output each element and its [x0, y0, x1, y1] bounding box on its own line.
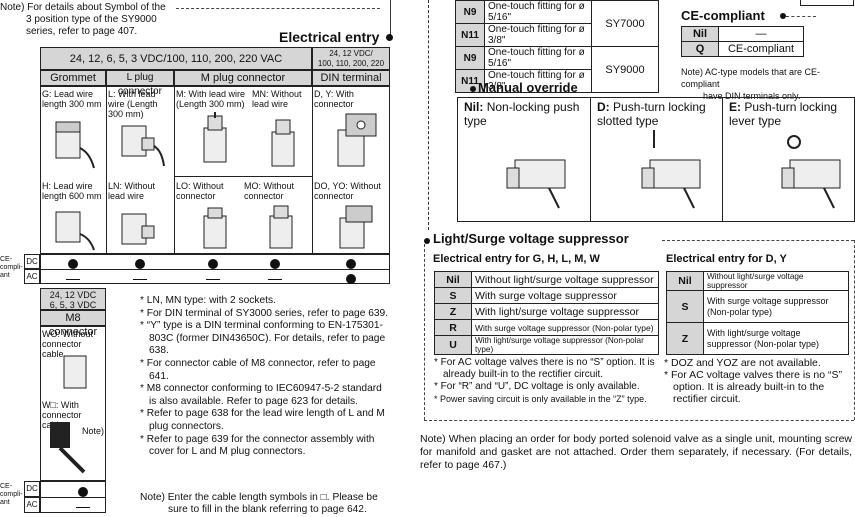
- dc-label: DC: [24, 481, 40, 497]
- manual-override-title: Manual override: [478, 80, 578, 95]
- solenoid-valve-icon: [271, 119, 295, 167]
- item-h: H: Lead wire length 600 mm: [42, 181, 102, 201]
- override-e: E: Push-turn locking lever type: [729, 100, 838, 128]
- ac-label: AC: [24, 269, 40, 284]
- ce-note: Note) AC-type models that are CE-complia…: [681, 67, 821, 101]
- header-grommet: Grommet: [40, 70, 106, 86]
- override-d: D: Push-turn locking slotted type: [597, 100, 706, 128]
- header-m-plug: M plug connector: [174, 70, 312, 86]
- suppressor-title: Light/Surge voltage suppressor: [433, 231, 629, 246]
- item-d-y: D, Y: With connector: [314, 89, 354, 109]
- override-nil: Nil: Non-locking push type: [464, 100, 580, 128]
- header-din: DIN terminal: [312, 70, 390, 86]
- ac-label: AC: [24, 497, 40, 513]
- ce-label: CE- compli- ant: [0, 256, 23, 279]
- m8-image-box: [40, 326, 106, 481]
- suppressor-left-notes: * For AC voltage valves there is no “S” …: [434, 357, 655, 404]
- dot-icon: [135, 256, 145, 274]
- dot-icon: [68, 256, 78, 274]
- m8-voltage: 24, 12 VDC 6, 5, 3 VDC: [40, 288, 106, 310]
- dash: [66, 271, 80, 289]
- item-l: L: With lead wire (Length 300 mm): [108, 89, 158, 119]
- notes-left: * LN, MN type: with 2 sockets. * For DIN…: [140, 295, 389, 458]
- item-mn: MN: Without lead wire: [252, 89, 302, 109]
- suppressor-left-title: Electrical entry for G, H, L, M, W: [433, 253, 600, 265]
- item-ln: LN: Without lead wire: [108, 181, 156, 201]
- dc-label: DC: [24, 254, 40, 269]
- ce-label: CE- compli- ant: [0, 483, 23, 506]
- solenoid-valve-icon: [63, 355, 87, 389]
- dash: [268, 271, 282, 289]
- solenoid-valve-icon: [203, 112, 227, 163]
- leader-line: [428, 0, 429, 230]
- solenoid-valve-icon: [55, 121, 95, 169]
- dash: [206, 271, 220, 289]
- solenoid-valve-icon: [269, 205, 293, 249]
- voltage-din: 24, 12 VDC/ 100, 110, 200, 220 VAC: [312, 47, 390, 78]
- dash: [76, 499, 90, 517]
- solenoid-valve-icon: [121, 213, 155, 245]
- dot-icon: [780, 13, 786, 19]
- solenoid-valve-icon: [506, 159, 566, 209]
- dot-icon: [386, 34, 393, 41]
- electrical-entry-title: Electrical entry: [279, 29, 380, 45]
- note-bottom-left: Note) Enter the cable length symbols in …: [140, 492, 378, 515]
- solenoid-valve-icon: [55, 211, 95, 251]
- solenoid-valve-icon: [121, 125, 165, 167]
- m8-note-ref: Note): [82, 426, 105, 436]
- dot-icon: [346, 271, 356, 289]
- dot-icon: [270, 256, 280, 274]
- leader-line: [176, 8, 380, 9]
- solenoid-valve-icon: [203, 207, 227, 249]
- dot-icon: [346, 256, 356, 274]
- bottom-note: Note) When placing an order for body por…: [420, 433, 852, 471]
- solenoid-valve-icon: [781, 135, 841, 209]
- solenoid-valve-icon: [641, 130, 701, 209]
- dot-icon: [78, 484, 88, 502]
- dot-icon: [470, 86, 476, 92]
- item-mo: MO: Without connector: [244, 181, 295, 201]
- suppressor-right-notes: * DOZ and YOZ are not available. * For A…: [664, 357, 843, 405]
- m8-wo: WO: Without connector cable: [42, 329, 94, 359]
- item-do-yo: DO, YO: Without connector: [314, 181, 381, 201]
- leader-line: [390, 0, 391, 38]
- entry-image-grid: [40, 86, 390, 254]
- dash: [133, 271, 147, 289]
- ce-compliant-title: CE-compliant: [681, 8, 765, 23]
- item-lo: LO: Without connector: [176, 181, 224, 201]
- dot-icon: [208, 256, 218, 274]
- suppressor-right-title: Electrical entry for D, Y: [666, 253, 787, 265]
- m8-header: M8 connector: [40, 310, 106, 338]
- voltage-main: 24, 12, 6, 5, 3 VDC/100, 110, 200, 220 V…: [40, 47, 312, 70]
- solenoid-valve-icon: [339, 205, 373, 249]
- solenoid-valve-icon: [337, 113, 377, 167]
- header-l-plug: L plug connector: [106, 70, 174, 97]
- dot-icon: [424, 238, 430, 244]
- item-g: G: Lead wire length 300 mm: [42, 89, 102, 109]
- connector-icon: [50, 422, 86, 474]
- item-m: M: With lead wire (Length 300 mm): [176, 89, 246, 109]
- top-note: Note) For details about Symbol of the 3 …: [0, 2, 166, 37]
